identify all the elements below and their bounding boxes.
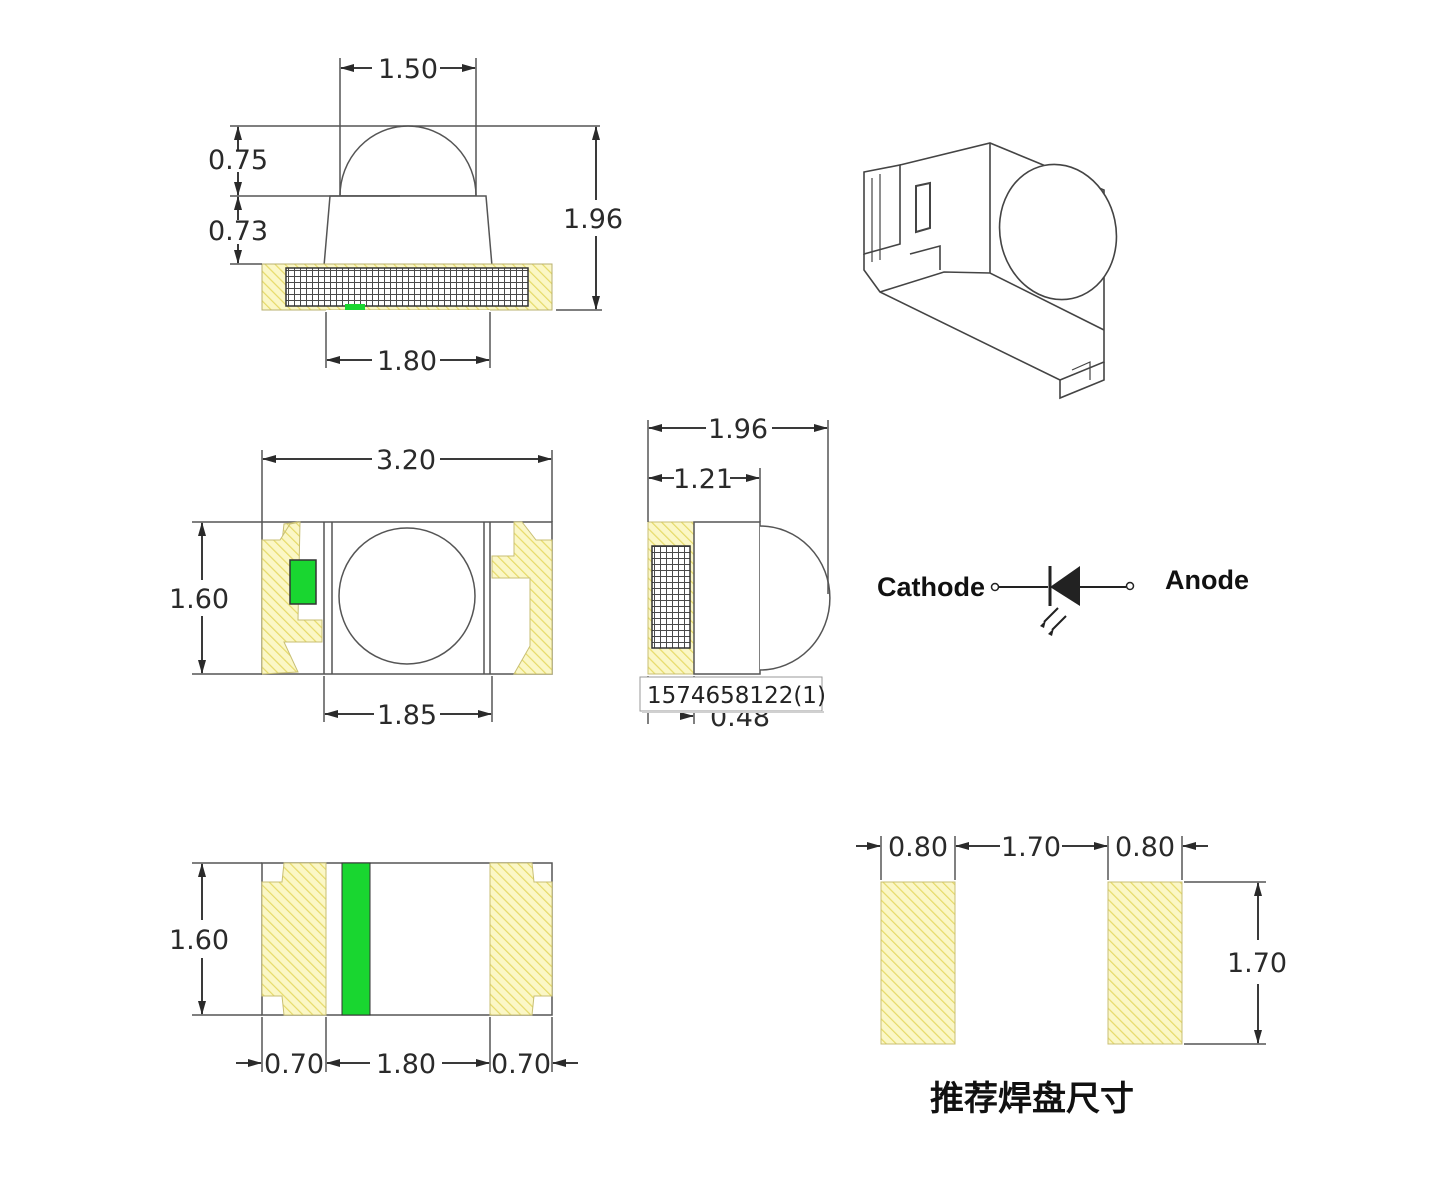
recommended-footprint: 0.80 1.70 0.80 1.70 推荐焊盘尺寸 — [856, 832, 1287, 1119]
footprint-pad-width-left-label: 0.80 — [888, 832, 948, 863]
tooltip: 1574658122(1) — [639, 676, 826, 713]
anode-label: Anode — [1165, 565, 1249, 595]
diode-schematic: Cathode Anode — [877, 565, 1249, 636]
bottom-gap-label: 1.80 — [376, 1049, 436, 1080]
bottom-view: 1.60 0.70 1.80 0.70 — [169, 862, 578, 1080]
bottom-left-pad-label: 0.70 — [264, 1049, 324, 1080]
side-dome-height-label: 0.75 — [208, 145, 268, 176]
side-view: 1.50 0.75 0.73 1.96 1.80 — [208, 54, 623, 377]
top-view: 3.20 1.60 1.85 — [169, 445, 553, 731]
side-base-width-label: 1.80 — [377, 346, 437, 377]
footprint-gap-label: 1.70 — [1001, 832, 1061, 863]
top-width-label: 1.60 — [169, 584, 229, 615]
footprint-title: 推荐焊盘尺寸 — [930, 1079, 1134, 1119]
cathode-label: Cathode — [877, 572, 985, 602]
end-total-depth-label: 1.96 — [708, 414, 768, 445]
side-body-height-label: 0.73 — [208, 216, 268, 247]
bottom-width-label: 1.60 — [169, 925, 229, 956]
bottom-right-pad-label: 0.70 — [491, 1049, 551, 1080]
top-inner-width-label: 1.85 — [377, 700, 437, 731]
footprint-pad-height-label: 1.70 — [1227, 948, 1287, 979]
footprint-pad-width-right-label: 0.80 — [1115, 832, 1175, 863]
end-body-depth-label: 1.21 — [673, 464, 733, 495]
side-total-height-label: 1.96 — [563, 204, 623, 235]
tooltip-text: 1574658122(1) — [647, 683, 826, 709]
side-dome-width-label: 1.50 — [378, 54, 438, 85]
top-length-label: 3.20 — [376, 445, 436, 476]
isometric-view — [863, 142, 1118, 400]
